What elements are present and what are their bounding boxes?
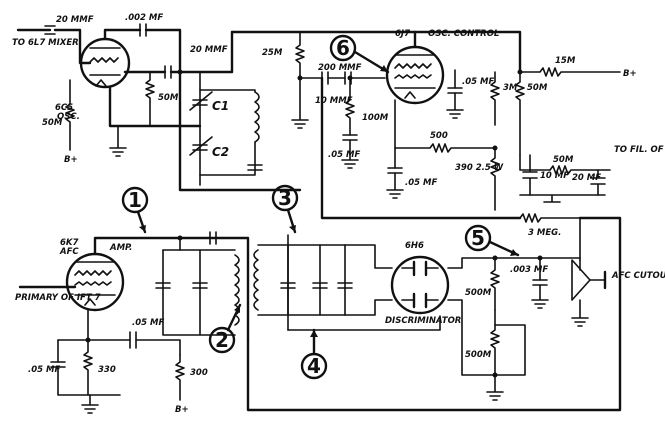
svg-text:5: 5 bbox=[471, 226, 485, 250]
res-3meg: 3 MEG. bbox=[528, 228, 561, 238]
svg-text:2: 2 bbox=[215, 328, 229, 352]
afc-push-button bbox=[571, 259, 607, 327]
res-15m: 15M bbox=[555, 56, 576, 66]
res-3m: 3M bbox=[503, 83, 518, 93]
b-plus-osc: B+ bbox=[64, 155, 78, 165]
osc-tube-role: OSC. bbox=[57, 112, 80, 122]
cap-20mmf-top: 20 MMF bbox=[56, 15, 94, 25]
res-300: 300 bbox=[190, 368, 208, 378]
res-500m-1: 500M bbox=[465, 288, 492, 298]
cap-10mf: 10 MF bbox=[540, 171, 569, 181]
callout-6: 6 bbox=[329, 34, 390, 74]
to-fil-label: TO FIL. OF RECT. bbox=[614, 145, 665, 155]
cap-05-gnd: .05 MF bbox=[28, 365, 60, 375]
osc-tube-type: 6C5 bbox=[55, 103, 73, 113]
callout-4: 4 bbox=[300, 328, 328, 380]
svg-text:4: 4 bbox=[307, 354, 321, 378]
res-50m-h: 50M bbox=[553, 155, 574, 165]
cap-c1: C1 bbox=[212, 99, 229, 113]
discriminator-tube-6h6 bbox=[390, 255, 450, 315]
cap-200mmf: 200 MMF bbox=[318, 63, 362, 73]
res-500-top: 500 bbox=[430, 131, 448, 141]
res-50m-grid: 50M bbox=[158, 93, 179, 103]
discriminator-tube-role: DISCRIMINATOR bbox=[385, 316, 461, 326]
osc-control-tube-role: OSC. CONTROL bbox=[428, 29, 499, 39]
cap-10mmf: 10 MMF bbox=[315, 96, 353, 106]
afc-button-label: AFC CUTOUT PUSH BUTTON bbox=[611, 271, 665, 281]
res-25m: 25M bbox=[262, 48, 283, 58]
osc-control-tube-type: 6J7 bbox=[395, 29, 410, 39]
afc-tube-role: AFC bbox=[59, 247, 79, 257]
cap-20mf: 20 MF bbox=[572, 173, 601, 183]
callout-1: 1 bbox=[121, 186, 149, 234]
res-330: 330 bbox=[98, 365, 116, 375]
cap-002mf: .002 MF bbox=[125, 13, 163, 23]
callout-3: 3 bbox=[271, 184, 299, 234]
cap-c2: C2 bbox=[212, 145, 229, 159]
discriminator-tube-type: 6H6 bbox=[405, 241, 424, 251]
res-50m-v: 50M bbox=[527, 83, 548, 93]
primary-if-label: PRIMARY OF IFT 7 bbox=[15, 293, 101, 303]
cap-05-6j7: .05 MF bbox=[462, 77, 494, 87]
cap-003mf: .003 MF bbox=[510, 265, 548, 275]
res-50m-cathode: 50M bbox=[42, 118, 63, 128]
osc-control-tube-6j7 bbox=[385, 45, 445, 105]
b-plus-top: B+ bbox=[623, 69, 637, 79]
cap-05-right: .05 MF bbox=[405, 178, 437, 188]
cap-05-left: .05 MF bbox=[328, 150, 360, 160]
svg-text:3: 3 bbox=[278, 186, 292, 210]
afc-tube-role2: AMP. bbox=[109, 243, 132, 253]
res-390: 390 2.5 W bbox=[455, 163, 504, 173]
callout-5: 5 bbox=[464, 224, 520, 257]
b-plus-afc: B+ bbox=[175, 405, 189, 415]
to-mixer-label: TO 6L7 MIXER bbox=[12, 38, 79, 48]
svg-text:1: 1 bbox=[128, 188, 142, 212]
callout-2: 2 bbox=[208, 303, 242, 354]
res-500m-2: 500M bbox=[465, 350, 492, 360]
cap-20mmf-grid: 20 MMF bbox=[190, 45, 228, 55]
cap-05-afc: .05 MF bbox=[132, 318, 164, 328]
res-100m: 100M bbox=[362, 113, 389, 123]
afc-tube-type: 6K7 bbox=[60, 238, 79, 248]
svg-text:6: 6 bbox=[336, 36, 350, 60]
